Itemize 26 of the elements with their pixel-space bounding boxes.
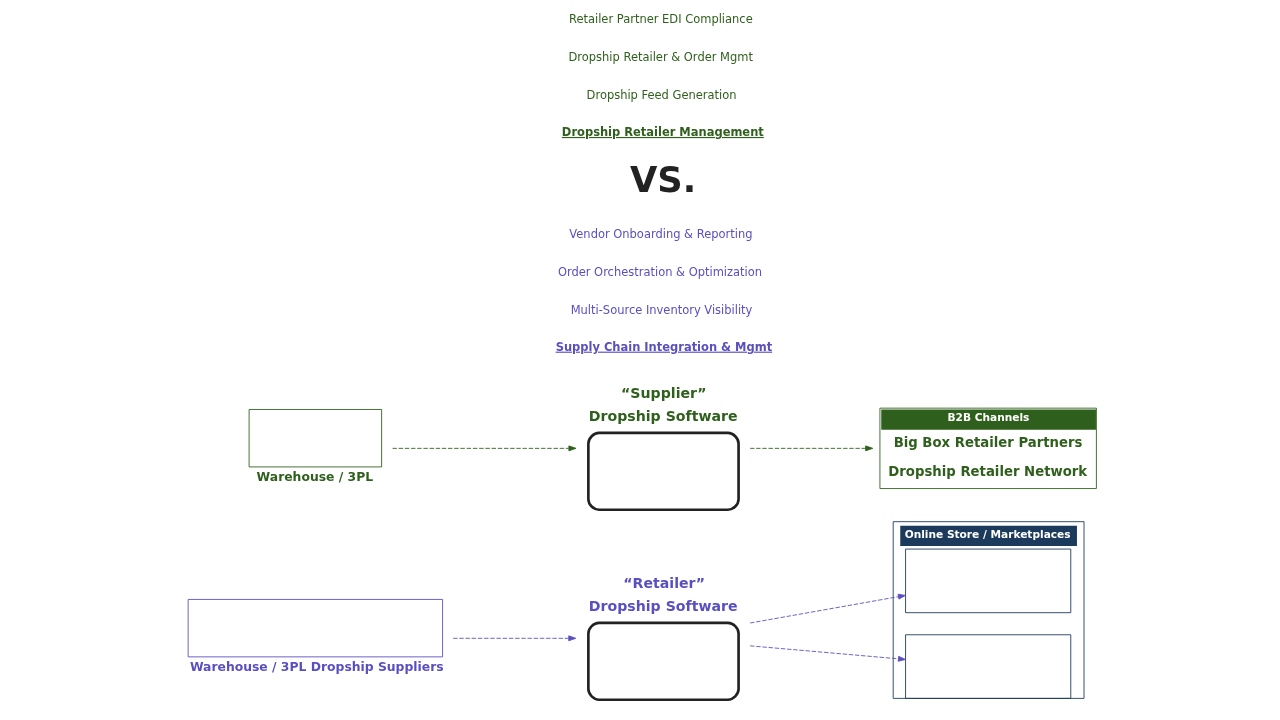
arrow [452, 635, 576, 642]
node-label: Warehouse / 3PL Dropship Suppliers [189, 660, 444, 675]
label: Dropship Feed Generation [586, 87, 737, 102]
label: VS. [629, 159, 696, 201]
node-box [904, 634, 1071, 699]
node-label: “Retailer” [622, 574, 705, 591]
arrow [749, 645, 906, 662]
node-box [586, 621, 740, 702]
node-box [248, 409, 382, 468]
label: Supply Chain Integration & Mgmt [555, 339, 772, 354]
node-label: Warehouse / 3PL [256, 470, 373, 485]
arrow [749, 593, 906, 624]
node-box [586, 431, 740, 512]
label: Dropship Retailer Management [561, 124, 764, 139]
label: Multi-Source Inventory Visibility [570, 302, 752, 317]
arrow [749, 445, 873, 452]
node-box [187, 599, 443, 658]
node-label: Dropship Software [588, 597, 738, 614]
label: Order Orchestration & Optimization [557, 264, 762, 279]
label: Dropship Retailer & Order Mgmt [567, 49, 753, 64]
node-label: “Supplier” [620, 384, 707, 401]
node-box [904, 548, 1071, 614]
node-label: Dropship Software [588, 407, 738, 424]
label: Retailer Partner EDI Compliance [568, 11, 753, 26]
arrow [391, 445, 576, 452]
label: Vendor Onboarding & Reporting [568, 226, 752, 241]
